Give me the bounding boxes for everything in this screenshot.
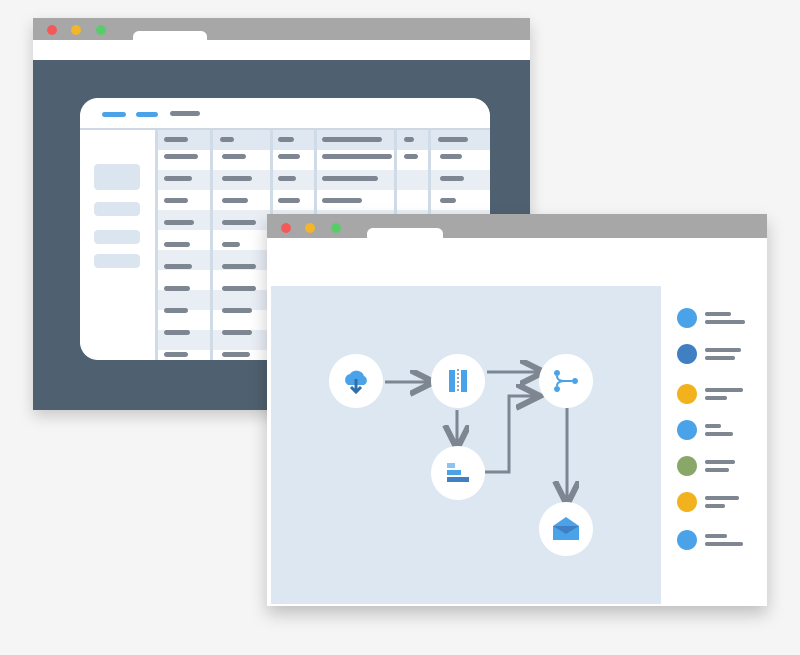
cell-placeholder bbox=[164, 352, 188, 357]
list-item[interactable] bbox=[673, 490, 763, 514]
list-item[interactable] bbox=[673, 382, 763, 406]
cell-placeholder bbox=[222, 220, 256, 225]
front-window-titlebar bbox=[267, 214, 767, 238]
cell-placeholder bbox=[222, 198, 248, 203]
avatar bbox=[677, 344, 697, 364]
list-text-placeholder bbox=[705, 432, 733, 436]
bars-stack-icon bbox=[447, 463, 469, 482]
nav-tab-2[interactable] bbox=[136, 112, 158, 117]
list-item[interactable] bbox=[673, 528, 763, 552]
workflow-node-sort[interactable] bbox=[431, 446, 485, 500]
minimize-button[interactable] bbox=[71, 25, 81, 35]
sidebar-item[interactable] bbox=[94, 230, 140, 244]
sidebar-item[interactable] bbox=[94, 202, 140, 216]
workflow-node-email[interactable] bbox=[539, 502, 593, 556]
list-text-placeholder bbox=[705, 424, 721, 428]
column-header[interactable] bbox=[404, 137, 414, 142]
list-text-placeholder bbox=[705, 396, 727, 400]
workflow-node-split[interactable] bbox=[431, 354, 485, 408]
cell-placeholder bbox=[222, 352, 250, 357]
column-divider bbox=[210, 130, 213, 360]
table-app-header bbox=[80, 98, 490, 130]
sidebar-item[interactable] bbox=[94, 254, 140, 268]
cell-placeholder bbox=[164, 198, 188, 203]
list-text-placeholder bbox=[705, 534, 727, 538]
address-bar[interactable] bbox=[33, 40, 530, 60]
column-header[interactable] bbox=[322, 137, 382, 142]
list-text-placeholder bbox=[705, 320, 745, 324]
minimize-button[interactable] bbox=[305, 223, 315, 233]
cell-placeholder bbox=[222, 176, 252, 181]
cell-placeholder bbox=[164, 286, 190, 291]
columns-icon bbox=[449, 369, 467, 393]
connector-sort-merge bbox=[485, 396, 537, 474]
avatar bbox=[677, 492, 697, 512]
envelope-icon bbox=[553, 517, 579, 540]
workflow-canvas[interactable] bbox=[271, 286, 661, 604]
workflow-connectors bbox=[385, 286, 661, 604]
column-header[interactable] bbox=[438, 137, 468, 142]
cell-placeholder bbox=[222, 154, 246, 159]
cell-placeholder bbox=[222, 264, 256, 269]
list-text-placeholder bbox=[705, 542, 743, 546]
user-list bbox=[673, 306, 763, 586]
branch-icon bbox=[554, 370, 578, 392]
cell-placeholder bbox=[440, 176, 464, 181]
cell-placeholder bbox=[440, 154, 462, 159]
avatar bbox=[677, 420, 697, 440]
table-app-sidebar bbox=[80, 130, 158, 360]
list-item[interactable] bbox=[673, 306, 763, 330]
list-text-placeholder bbox=[705, 312, 731, 316]
list-item[interactable] bbox=[673, 342, 763, 366]
cell-placeholder bbox=[164, 308, 188, 313]
cell-placeholder bbox=[322, 176, 378, 181]
list-text-placeholder bbox=[705, 504, 725, 508]
list-text-placeholder bbox=[705, 388, 743, 392]
avatar bbox=[677, 456, 697, 476]
cell-placeholder bbox=[322, 154, 392, 159]
list-text-placeholder bbox=[705, 460, 735, 464]
column-header[interactable] bbox=[278, 137, 294, 142]
cell-placeholder bbox=[164, 154, 198, 159]
cell-placeholder bbox=[404, 154, 418, 159]
avatar bbox=[677, 530, 697, 550]
nav-tab-3[interactable] bbox=[170, 111, 200, 116]
close-button[interactable] bbox=[47, 25, 57, 35]
cloud-download-icon bbox=[345, 370, 367, 395]
cell-placeholder bbox=[222, 242, 240, 247]
cell-placeholder bbox=[164, 220, 194, 225]
zoom-button[interactable] bbox=[331, 223, 341, 233]
front-browser-window bbox=[267, 214, 767, 606]
list-text-placeholder bbox=[705, 348, 741, 352]
cell-placeholder bbox=[164, 264, 192, 269]
avatar bbox=[677, 384, 697, 404]
cell-placeholder bbox=[222, 308, 252, 313]
workflow-node-download[interactable] bbox=[329, 354, 383, 408]
cell-placeholder bbox=[222, 330, 252, 335]
cell-placeholder bbox=[278, 176, 296, 181]
back-window-titlebar bbox=[33, 18, 530, 40]
cell-placeholder bbox=[164, 330, 190, 335]
list-text-placeholder bbox=[705, 468, 729, 472]
cell-placeholder bbox=[440, 198, 456, 203]
zoom-button[interactable] bbox=[96, 25, 106, 35]
column-header[interactable] bbox=[220, 137, 234, 142]
nav-tab-1[interactable] bbox=[102, 112, 126, 117]
avatar bbox=[677, 308, 697, 328]
cell-placeholder bbox=[278, 154, 300, 159]
list-item[interactable] bbox=[673, 418, 763, 442]
column-header[interactable] bbox=[164, 137, 188, 142]
cell-placeholder bbox=[164, 242, 190, 247]
browser-tab[interactable] bbox=[367, 228, 443, 244]
cell-placeholder bbox=[322, 198, 362, 203]
close-button[interactable] bbox=[281, 223, 291, 233]
cell-placeholder bbox=[278, 198, 300, 203]
list-text-placeholder bbox=[705, 356, 735, 360]
workflow-node-merge[interactable] bbox=[539, 354, 593, 408]
list-item[interactable] bbox=[673, 454, 763, 478]
cell-placeholder bbox=[164, 176, 192, 181]
sidebar-item[interactable] bbox=[94, 164, 140, 190]
list-text-placeholder bbox=[705, 496, 739, 500]
cell-placeholder bbox=[222, 286, 256, 291]
